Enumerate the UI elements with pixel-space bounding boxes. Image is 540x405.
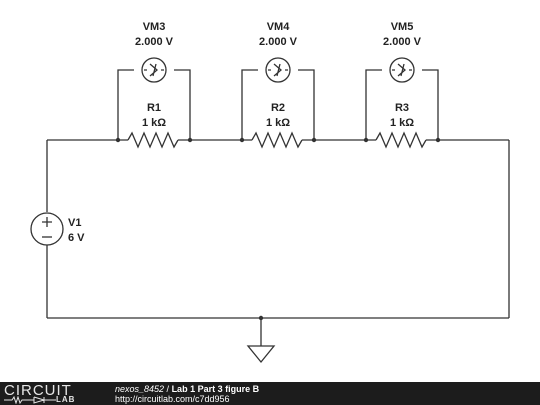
r2-name: R2: [271, 102, 285, 114]
ground-icon: [246, 345, 276, 364]
v1-name: V1: [68, 217, 81, 229]
vm4-name: VM4: [267, 21, 291, 33]
wires: [46, 139, 510, 346]
voltmeter-icon: [268, 63, 288, 77]
v1-value: 6 V: [68, 232, 85, 244]
voltage-source-v1[interactable]: [30, 212, 64, 246]
r3-name: R3: [395, 102, 409, 114]
circuit-title: Lab 1 Part 3 figure B: [171, 384, 260, 394]
circuitlab-logo[interactable]: CIRCUIT: [4, 382, 72, 399]
stage-2: VM4 2.000 V R2 1 kΩ: [241, 21, 315, 149]
voltmeter-vm3[interactable]: [141, 57, 167, 83]
logo-lab-text: LAB: [56, 395, 76, 404]
junctions: [115, 137, 441, 321]
credit-separator: /: [164, 384, 172, 394]
r3-value: 1 kΩ: [390, 117, 414, 129]
resistor-r2: [242, 131, 314, 149]
circuit-url-link[interactable]: http://circuitlab.com/c7dd956: [115, 394, 230, 404]
vm4-reading: 2.000 V: [259, 36, 298, 48]
stage-1: VM3 2.000 V R1 1 kΩ: [117, 21, 191, 149]
logo-waveform-icon: [4, 396, 56, 404]
vm5-name: VM5: [391, 21, 414, 33]
r1-name: R1: [147, 102, 161, 114]
vm3-reading: 2.000 V: [135, 36, 174, 48]
junction-dot: [258, 315, 264, 321]
vm5-reading: 2.000 V: [383, 36, 422, 48]
voltmeter-vm4[interactable]: [265, 57, 291, 83]
voltmeter-icon: [144, 63, 164, 77]
footer-bar: CIRCUIT LAB nexos_8452 / Lab 1 Part 3 fi…: [0, 382, 540, 405]
vm3-name: VM3: [143, 21, 166, 33]
voltmeter-icon: [392, 63, 412, 77]
r1-value: 1 kΩ: [142, 117, 166, 129]
credit-line: nexos_8452 / Lab 1 Part 3 figure B: [115, 384, 259, 394]
circuit-schematic: VM3 2.000 V R1 1 kΩ VM4 2.000 V R2 1 kΩ …: [30, 21, 510, 364]
voltmeter-vm5[interactable]: [389, 57, 415, 83]
author-name[interactable]: nexos_8452: [115, 384, 165, 394]
plus-icon: [42, 217, 52, 227]
resistor-r1: [118, 131, 190, 149]
r2-value: 1 kΩ: [266, 117, 290, 129]
resistor-r3: [366, 131, 438, 149]
stage-3: VM5 2.000 V R3 1 kΩ: [365, 21, 439, 149]
